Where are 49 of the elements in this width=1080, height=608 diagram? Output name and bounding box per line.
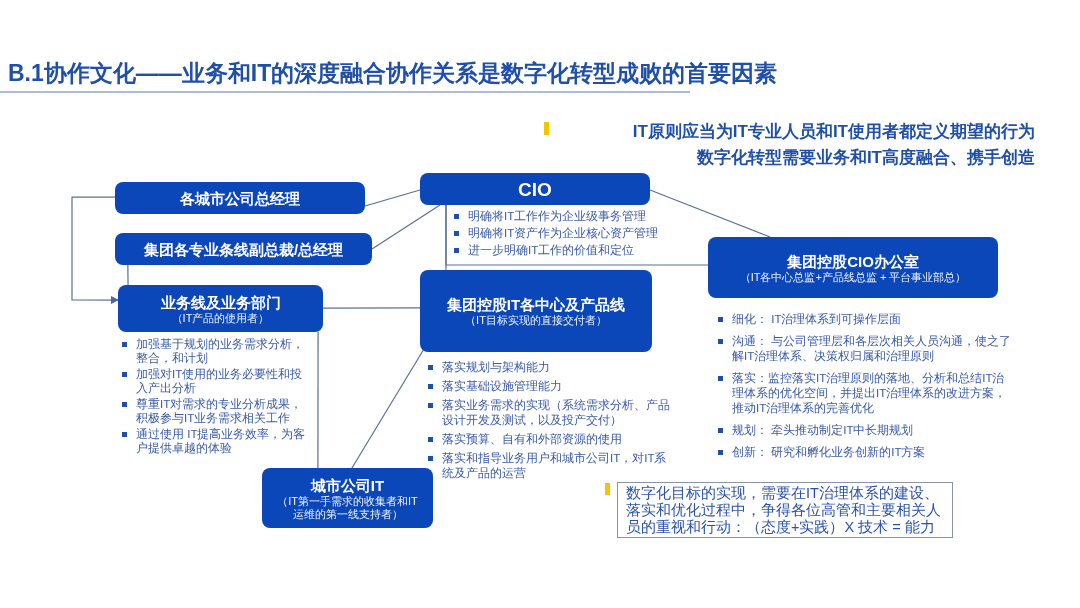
headline-text: IT原则应当为IT专业人员和IT使用者都定义期望的行为: [632, 122, 1035, 142]
box-title: 集团各专业条线副总裁/总经理: [143, 239, 344, 259]
connector-line: [371, 204, 441, 250]
role-box: [420, 173, 650, 205]
headline-text: 数字化转型需要业务和IT高度融合、携手创造: [696, 148, 1035, 168]
connector-line: [649, 189, 771, 238]
box-title: 业务线及业务部门: [160, 292, 281, 312]
bullet-item: 创新： 研究和孵化业务创新的IT方案: [716, 445, 1016, 460]
role-box: [115, 233, 372, 265]
arrow: [71, 196, 119, 305]
bullet-item: 落实基础设施管理能力: [426, 379, 671, 394]
box-title: 城市公司IT: [310, 475, 385, 495]
note-box: [617, 482, 953, 538]
box-subtitle: （IT第一手需求的收集者和IT运维的第一线支持者）: [276, 494, 419, 521]
bullet-item: 沟通： 与公司管理层和各层次相关人员沟通，使之了解IT治理体系、决策权归属和治理原则: [716, 334, 1016, 364]
bullet-item: 规划： 牵头推动制定IT中长期规划: [716, 423, 1016, 438]
box-title: 集团控股IT各中心及产品线: [446, 295, 626, 314]
bullet-item: 落实和指导业务用户和城市公司IT，对IT系统及产品的运营: [426, 451, 671, 481]
box-subtitle: （IT目标实现的直接交付者）: [465, 314, 607, 327]
slide-title: B.1协作文化——业务和IT的深度融合协作关系是数字化转型成败的首要因素: [8, 59, 778, 88]
connector-line: [351, 348, 425, 469]
connector-line: [364, 189, 421, 207]
bullet-item: 细化： IT治理体系到可操作层面: [716, 312, 1016, 327]
connector-line: [317, 331, 319, 469]
box-title: CIO: [518, 179, 552, 199]
bullet-item: 落实：监控落实IT治理原则的落地、分析和总结IT治理体系的优化空间，并提出IT治理体系的改进方案，推动IT治理体系的完善优化: [716, 371, 1016, 416]
bullet-item: 通过使用 IT提高业务效率，为客户提供卓越的体验: [120, 427, 312, 455]
bullet-item: 加强对IT使用的业务必要性和投入产出分析: [120, 367, 312, 395]
bullet-item: 明确将IT资产作为企业核心资产管理: [452, 226, 712, 241]
box-subtitle: （IT产品的使用者）: [171, 311, 270, 325]
connector-line: [322, 307, 421, 309]
box-title: 各城市公司总经理: [180, 188, 300, 208]
role-box: [118, 285, 323, 332]
role-box: [708, 237, 998, 298]
bullet-item: 落实预算、自有和外部资源的使用: [426, 432, 671, 447]
bullet-item: 落实规划与架构能力: [426, 360, 671, 375]
bullet-item: 加强基于规划的业务需求分析，整合，和计划: [120, 337, 312, 365]
bullet-item: 尊重IT对需求的专业分析成果，积极参与IT业务需求相关工作: [120, 397, 312, 425]
role-box: [262, 468, 433, 528]
role-box: [420, 270, 652, 352]
role-box: [115, 182, 365, 214]
bullet-item: 明确将IT工作作为企业级事务管理: [452, 209, 712, 224]
note-text: 数字化目标的实现，需要在IT治理体系的建设、落实和优化过程中，争得各位高管和主要相关人员的重视和行动：（态度+实践）X 技术 = 能力: [626, 485, 941, 535]
bullet-item: 进一步明确IT工作的价值和定位: [452, 243, 712, 258]
connector-line: [445, 204, 709, 266]
box-subtitle: （IT各中心总监+产品线总监 + 平台事业部总）: [739, 270, 967, 284]
bullet-item: 落实业务需求的实现（系统需求分析、产品设计开发及测试，以及投产交付）: [426, 398, 671, 428]
connector-line: [127, 264, 129, 286]
box-title: 集团控股CIO办公室: [787, 251, 919, 271]
